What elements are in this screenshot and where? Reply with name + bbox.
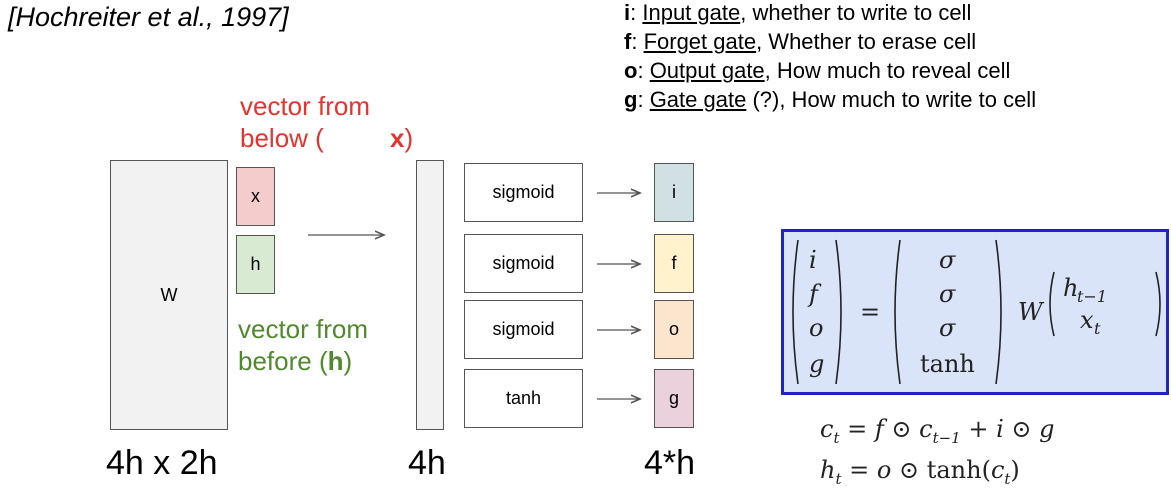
vector-from-before-label: vector from before (h) <box>238 314 369 376</box>
vector-from-below-label: vector from below (x) <box>240 91 414 153</box>
gate-box-gate: tanh <box>464 369 583 428</box>
h-prev-sub: t−1 <box>1077 287 1107 306</box>
lstm-equation-box: i f o g = σ σ σ tanh W h t−1 x t <box>781 229 1169 395</box>
output-o: o <box>654 300 694 359</box>
lhs-g: g <box>809 350 824 378</box>
x-vector-box: x <box>236 167 275 226</box>
h-prev: h <box>1063 274 1078 302</box>
cell-state-equation: ct = f ⊙ ct−1 + i ⊙ g <box>820 415 1055 447</box>
output-dim-label: 4*h <box>644 444 696 482</box>
citation: [Hochreiter et al., 1997] <box>8 2 289 32</box>
lhs-i: i <box>809 246 817 274</box>
legend-row-gate: g: Gate gate (?), How much to write to c… <box>624 87 1037 112</box>
gate-box-forget: sigmoid <box>464 234 583 293</box>
lstm-matrix-equation: i f o g = σ σ σ tanh W h t−1 x t <box>792 239 1161 385</box>
legend-row-output: o: Output gate, How much to reveal cell <box>624 58 1011 83</box>
rhs-sigma-3: σ <box>939 314 956 342</box>
output-f: f <box>654 234 694 293</box>
result-vector <box>416 160 444 430</box>
gate-box-output: sigmoid <box>464 300 583 359</box>
x-t: x <box>1080 306 1094 334</box>
rhs-sigma-1: σ <box>939 246 956 274</box>
hidden-state-equation: ht = o ⊙ tanh(ct) <box>820 456 1020 488</box>
vector-dim-label: 4h <box>408 444 446 482</box>
x-t-sub: t <box>1094 319 1101 338</box>
h-vector-box: h <box>236 235 275 294</box>
gate-box-input: sigmoid <box>464 163 583 222</box>
weight-matrix: W <box>110 160 228 430</box>
output-i: i <box>654 163 694 222</box>
gate-legend: i: Input gate, whether to write to cell … <box>624 0 1036 114</box>
weight-symbol: W <box>1018 298 1045 326</box>
lhs-o: o <box>809 314 823 342</box>
legend-row-forget: f: Forget gate, Whether to erase cell <box>624 29 977 54</box>
output-g: g <box>654 369 694 428</box>
rhs-tanh: tanh <box>920 350 975 378</box>
equals-sign: = <box>860 298 880 326</box>
weight-dim-label: 4h x 2h <box>106 444 218 482</box>
rhs-sigma-2: σ <box>939 280 956 308</box>
legend-row-input: i: Input gate, whether to write to cell <box>624 0 972 25</box>
